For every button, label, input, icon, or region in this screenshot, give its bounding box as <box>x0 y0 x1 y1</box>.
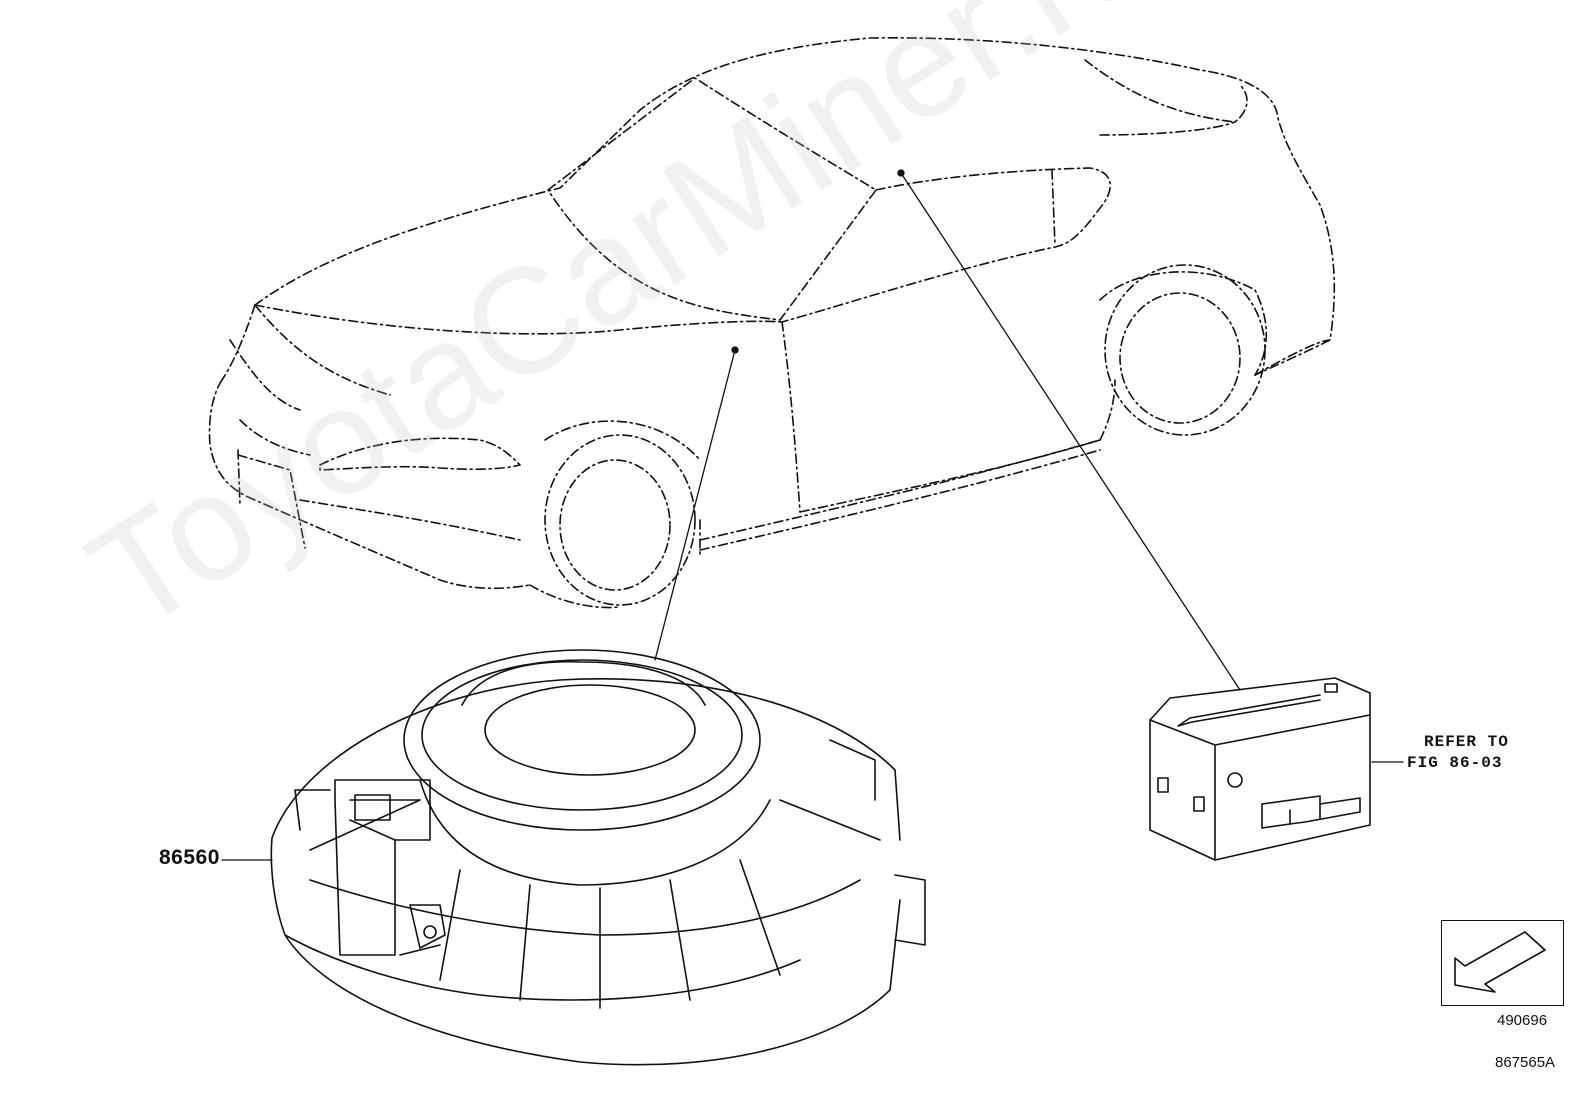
reference-text-line1[interactable]: REFER TO <box>1424 733 1509 751</box>
part-number-label[interactable]: 86560 <box>159 846 220 869</box>
vehicle-outline <box>208 37 1336 609</box>
leader-lines <box>654 169 1241 691</box>
speaker-unit <box>270 649 926 1066</box>
arrow-down-left-icon <box>1454 931 1546 993</box>
navigation-code: 490696 <box>1497 1012 1548 1029</box>
figure-code: 867565A <box>1495 1054 1556 1071</box>
reference-text-line2[interactable]: FIG 86-03 <box>1407 754 1503 772</box>
navigation-box[interactable] <box>1441 920 1564 1006</box>
control-module <box>1149 677 1371 861</box>
